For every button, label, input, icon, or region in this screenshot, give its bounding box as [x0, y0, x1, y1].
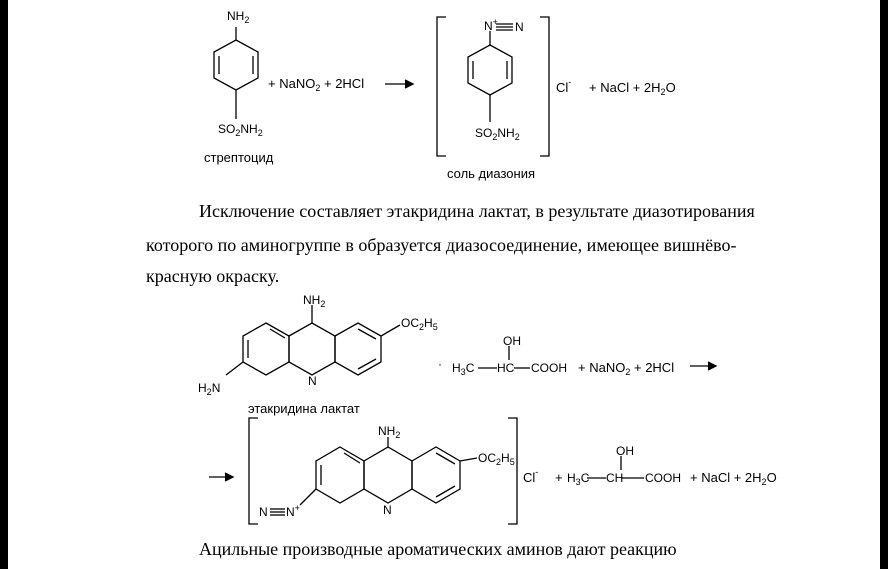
diazonium-salt-label: соль диазония: [447, 166, 535, 181]
ethacridine-lactate-label: этакридина лактат: [248, 401, 360, 416]
diazonium-benzene-ring: [467, 44, 513, 96]
plus-sign: +: [555, 470, 563, 485]
carboxyl-label-1: COOH: [531, 361, 567, 375]
bracket-left-2: [248, 417, 258, 525]
sulfonamide-group-label: SO2NH2: [218, 122, 263, 138]
byproducts-label-1: + NaCl + 2H2O: [589, 80, 676, 97]
amine-group-label-3: NH2: [378, 424, 400, 440]
diazonium-terminal-n: N: [515, 20, 524, 34]
diazo-n-label-1: N: [259, 505, 268, 519]
bracket-left-1: [436, 16, 446, 157]
streptocid-label: стрептоцид: [204, 150, 274, 165]
chloride-label-1: Cl-: [556, 77, 571, 95]
ring-nitrogen-label: N: [308, 374, 317, 388]
reagents-label-2: + NaNO2 + 2HCl: [578, 360, 674, 377]
methyl-label-2: H3C: [567, 471, 590, 487]
ch-label-2: CH: [606, 471, 623, 485]
diazo-n-label-2: N+: [286, 503, 300, 519]
diazonium-group-label: N+: [484, 17, 498, 33]
bracket-right-2: [508, 417, 518, 525]
hydroxyl-label-1: OH: [503, 334, 521, 348]
ethoxy-group-label: OC2H5: [401, 316, 438, 332]
chloride-label-2: Cl-: [523, 467, 538, 485]
reagents-label-1: + NaNO2 + 2HCl: [268, 76, 364, 93]
ch-label-1: HC: [497, 361, 515, 375]
amino-group-left-label: H2N: [198, 381, 220, 397]
paragraph-line-2: которого по аминогруппе в образуется диа…: [146, 235, 737, 255]
hydroxyl-label-2: OH: [616, 444, 634, 458]
paragraph-line-1: Исключение составляет этакридина лактат,…: [199, 201, 755, 221]
amine-group-label-2: NH2: [303, 293, 325, 309]
bracket-right-1: [540, 16, 550, 157]
paragraph-line-3: красную окраску.: [146, 266, 280, 286]
acridine-skeleton-1: [225, 305, 401, 376]
byproducts-label-2: + NaCl + 2H2O: [690, 470, 777, 487]
carboxyl-label-2: COOH: [645, 471, 681, 485]
page-edge-left: [0, 0, 8, 569]
amine-group-label: NH2: [227, 9, 249, 25]
streptocid-benzene-ring: [213, 39, 259, 91]
dot-separator: ·: [438, 357, 442, 371]
methyl-label-1: H3C: [452, 361, 475, 377]
acridine-skeleton-2: [299, 437, 478, 506]
page-edge-right: [880, 0, 888, 569]
ethoxy-group-label-2: OC2H5: [478, 451, 515, 467]
paragraph-last-line: Ацильные производные ароматических амино…: [199, 539, 677, 559]
diazonium-sulfonamide-label: SO2NH2: [475, 126, 520, 142]
ring-nitrogen-label-2: N: [383, 503, 392, 517]
